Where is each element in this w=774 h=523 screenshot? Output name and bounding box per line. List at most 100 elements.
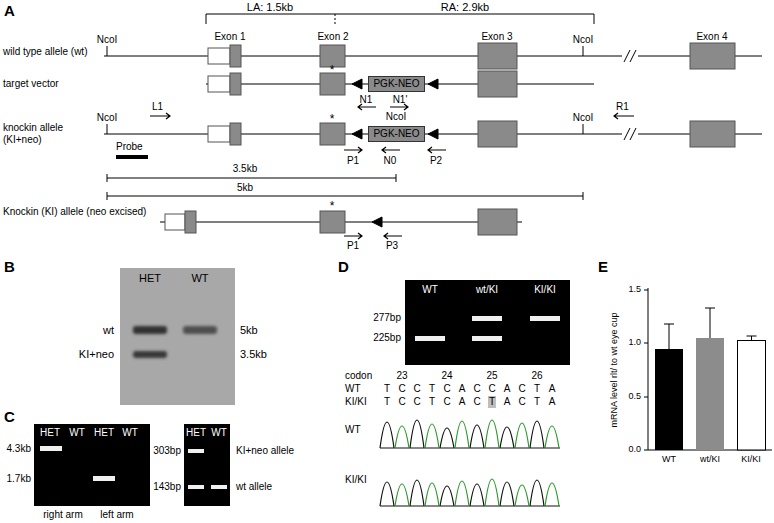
row-label: knockin allele (KI+neo) [3,122,101,146]
site-label: NcoI [386,111,407,123]
panel-letter: D [338,258,349,276]
lane-label: WT [122,427,138,439]
cassette-box: PGK-NEO [368,126,425,142]
lane-label: HET [139,272,161,285]
cassette-box: PGK-NEO [368,76,425,92]
sequence-chromatogram [380,420,560,506]
base-letter: C [443,396,450,408]
row-label: wild type allele (wt) [3,46,101,58]
row-label: Knockin (KI) allele (neo excised) [3,206,153,218]
base-letter: C [413,383,420,395]
ki-neo-allele-map [104,121,762,147]
lane-label: HET [40,427,60,439]
lane-label: wt/KI [476,284,498,296]
band-size: 143bp [153,481,181,493]
band-size: 4.3kb [7,443,31,455]
primer-arrows [150,104,634,239]
primer-label: R1 [616,101,629,113]
base-letter: C [518,383,525,395]
codon-number: 26 [531,370,542,382]
primer-label: P3 [386,240,398,252]
band-size: 3.5kb [240,348,267,361]
base-letter: A [504,396,511,408]
site-label: NcoI [97,112,118,124]
lane-label: WT [422,284,438,296]
row-label: KI/KI [345,396,367,408]
site-label: NcoI [573,34,594,46]
category-label: WT [662,454,676,465]
band-size: 5kb [240,324,258,337]
row-label: WT [345,383,361,395]
base-letter: C [413,396,420,408]
codon-number: 24 [441,370,452,382]
band-label: KI+neo [79,348,114,361]
base-letter: T [488,396,496,408]
exon-label: Exon 4 [696,31,727,43]
mutation-mark: * [330,200,335,212]
pcr-gel-neo [184,424,230,506]
lane-label: WT [211,427,227,439]
arm-bracket [206,14,594,26]
target-vector-map [206,71,594,97]
lane-label: HET [186,427,206,439]
primer-label: N0 [384,155,397,167]
primer-label: P1 [347,240,359,252]
bar-chart [644,288,772,450]
base-letter: C [443,383,450,395]
ki-excised-allele-map [160,209,522,235]
exon-label: Exon 2 [317,31,348,43]
band-size: 277bp [373,312,401,324]
mutation-mark: * [330,113,335,125]
trace-label: WT [345,424,361,436]
base-letter: A [549,396,556,408]
cassette-label: PGK-NEO [373,128,419,140]
trace-label: KI/KI [345,474,367,486]
panel-letter: B [4,258,15,276]
panel-letter: A [4,2,15,20]
base-letter: C [518,396,525,408]
tick-label: 1.5 [628,284,641,295]
primer-label: N1' [393,94,408,106]
lane-label: WT [191,272,208,285]
lane-label: KI/KI [534,284,556,296]
base-letter: T [429,396,435,408]
fragment-lines [107,174,583,200]
base-letter: A [504,383,511,395]
band-label: wt allele [236,481,272,493]
tick-label: 0.0 [628,444,641,455]
genotyping-gel [405,280,570,365]
codon-number: 23 [396,370,407,382]
probe-bar [116,155,148,159]
pcr-gel-arms [34,424,150,506]
category-label: wt/KI [700,454,720,465]
southern-blot [120,268,235,405]
site-label: NcoI [97,34,118,46]
axis-title: mRNA level rlt/ to wt eye cup [609,312,620,427]
tick-label: 0.5 [628,391,641,402]
base-letter: A [459,383,466,395]
base-letter: T [384,396,390,408]
fragment-size: 5kb [237,182,253,194]
cassette-label: PGK-NEO [373,78,419,90]
base-letter: A [459,396,466,408]
primer-label: P1 [347,155,359,167]
fragment-size: 3.5kb [233,163,257,175]
base-letter: T [429,383,435,395]
exon-label: Exon 3 [481,31,512,43]
base-letter: A [549,383,556,395]
arm-length: LA: 1.5kb [247,1,293,14]
gel-caption: left arm [100,509,133,521]
primer-label: N1 [360,94,373,106]
panel-letter: C [4,408,15,426]
primer-label: L1 [152,101,163,113]
probe-label: Probe [116,141,143,153]
row-label: target vector [3,78,59,90]
site-label: NcoI [573,112,594,124]
gel-caption: right arm [43,509,82,521]
base-letter: C [488,383,495,395]
category-label: KI/KI [741,454,761,465]
base-letter: C [473,383,480,395]
band-size: 1.7kb [7,473,31,485]
exon-label: Exon 1 [214,31,245,43]
